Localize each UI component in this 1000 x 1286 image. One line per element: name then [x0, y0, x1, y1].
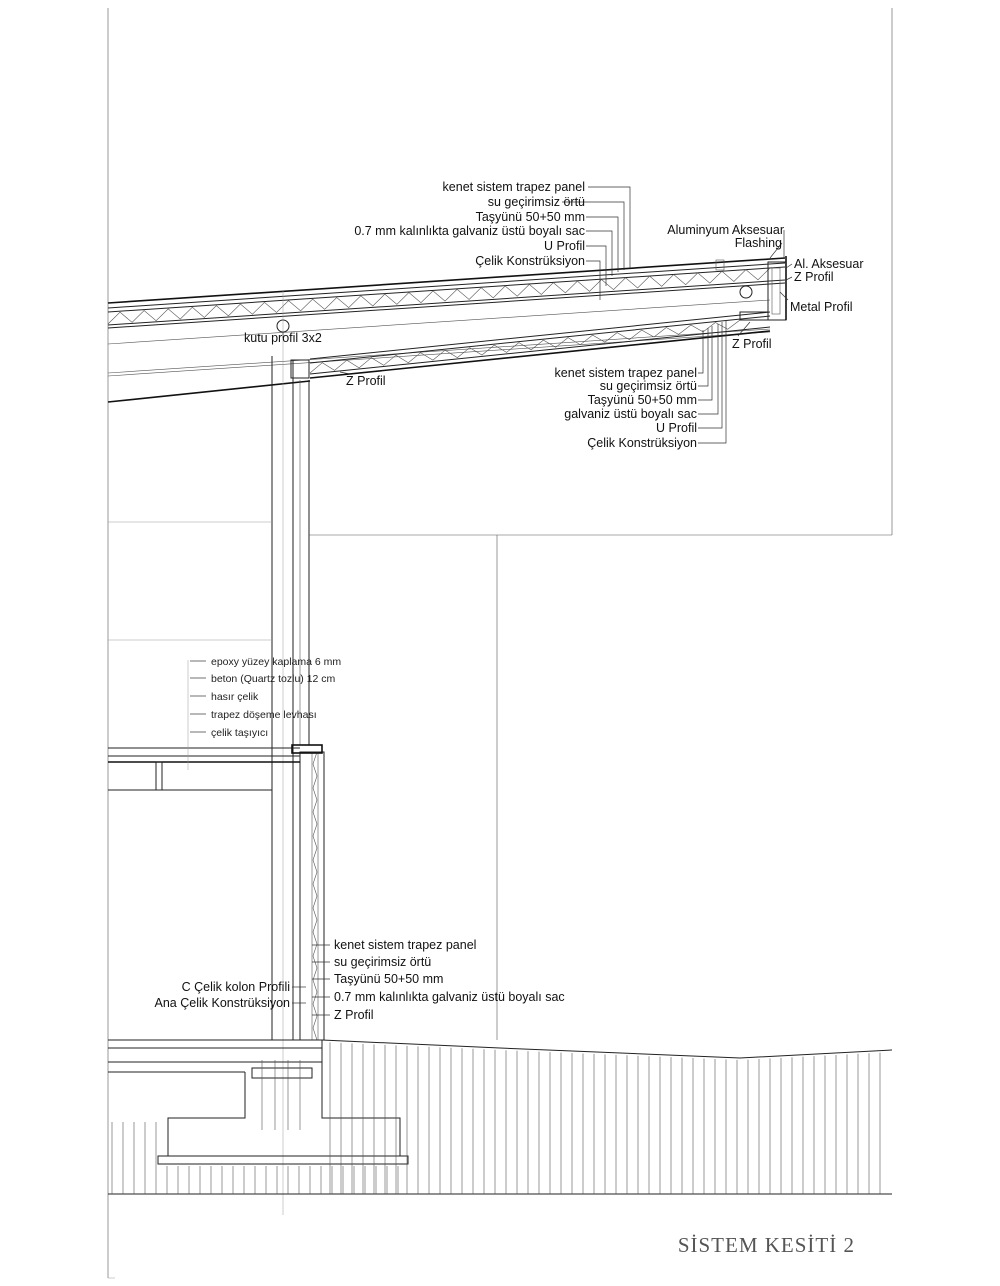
label-roof-bot-membrane: su geçirimsiz örtü [600, 379, 697, 393]
label-zprofil-left: Z Profil [346, 374, 386, 388]
label-wall-sheet: 0.7 mm kalınlıkta galvaniz üstü boyalı s… [334, 990, 565, 1004]
label-floor-deck: trapez döşeme levhası [211, 709, 317, 721]
label-eave-zprofil-bottom: Z Profil [732, 337, 772, 351]
label-wall-membrane: su geçirimsiz örtü [334, 955, 431, 969]
label-roof-bot-sheet: galvaniz üstü boyalı sac [564, 407, 697, 421]
label-column-profile: C Çelik kolon Profili [182, 980, 290, 994]
label-eave-metal-profil: Metal Profil [790, 300, 853, 314]
drawing-title: SİSTEM KESİTİ 2 [678, 1233, 855, 1257]
label-roof-top-membrane: su geçirimsiz örtü [488, 195, 585, 209]
label-wall-insulation: Taşyünü 50+50 mm [334, 972, 443, 986]
label-kutu-profil: kutu profil 3x2 [244, 331, 322, 345]
annotation-labels: kenet sistem trapez panel su geçirimsiz … [155, 180, 864, 1257]
label-main-steel: Ana Çelik Konstrüksiyon [155, 996, 291, 1010]
leader-lines [190, 186, 793, 1016]
column-wall [108, 356, 892, 1041]
label-roof-top-steel: Çelik Konstrüksiyon [475, 254, 585, 268]
label-wall-panel: kenet sistem trapez panel [334, 938, 476, 952]
label-floor-epoxy: epoxy yüzey kaplama 6 mm [211, 656, 341, 668]
label-roof-bot-uprofile: U Profil [656, 421, 697, 435]
label-roof-top-insulation: Taşyünü 50+50 mm [476, 210, 585, 224]
sheet-frame [107, 8, 893, 1279]
label-roof-bot-insulation: Taşyünü 50+50 mm [588, 393, 697, 407]
label-floor-concrete: beton (Quartz tozlu) 12 cm [211, 673, 336, 685]
label-eave-al-aksesuar: Al. Aksesuar [794, 257, 863, 271]
label-floor-mesh: hasır çelik [211, 691, 259, 703]
label-roof-top-uprofile: U Profil [544, 239, 585, 253]
floor-slab [108, 660, 323, 791]
label-eave-aluminium: Aluminyum Aksesuar [667, 223, 784, 237]
label-floor-beam: çelik taşıyıcı [211, 727, 268, 739]
label-eave-zprofil: Z Profil [794, 270, 834, 284]
label-roof-bot-steel: Çelik Konstrüksiyon [587, 436, 697, 450]
foundation [108, 1039, 893, 1195]
label-roof-top-sheet: 0.7 mm kalınlıkta galvaniz üstü boyalı s… [354, 224, 585, 238]
label-roof-top-panel: kenet sistem trapez panel [443, 180, 585, 194]
label-eave-flashing: Flashing [735, 236, 782, 250]
label-wall-zprofil: Z Profil [334, 1008, 374, 1022]
roof-assembly [107, 256, 787, 1215]
label-roof-bot-panel: kenet sistem trapez panel [555, 366, 697, 380]
